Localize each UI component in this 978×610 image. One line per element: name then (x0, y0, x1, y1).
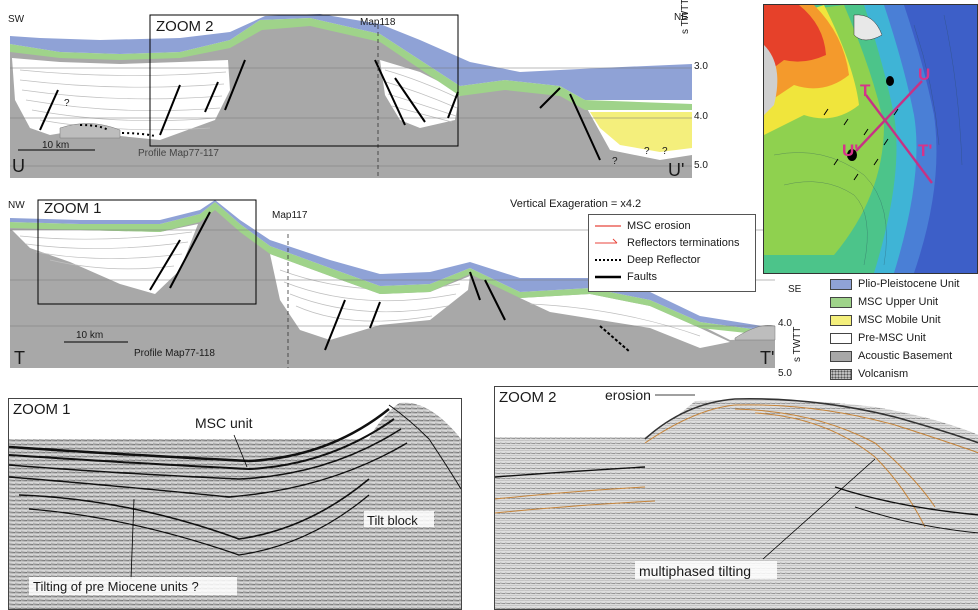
swatch (830, 332, 852, 344)
section-t: NW SE ZOOM 1 Map117 10 km Profile Map77-… (0, 190, 803, 379)
legend-msc-upper: MSC Upper Unit (830, 295, 938, 309)
legend-msc-mobile: MSC Mobile Unit (830, 313, 941, 327)
section-u: SW NE ZOOM 2 Map118 10 km Profile Map77-… (0, 0, 760, 185)
tick-5: 5.0 (778, 368, 792, 379)
swatch (830, 296, 852, 308)
annotation-tilt-block: Tilt block (367, 513, 418, 528)
legend-label: Reflectors terminations (627, 237, 740, 249)
legend-label: MSC Mobile Unit (858, 314, 941, 326)
unit-legend: Plio-Pleistocene Unit MSC Upper Unit MSC… (830, 277, 978, 385)
legend-msc-erosion: MSC erosion (595, 219, 691, 233)
vertical-exaggeration: Vertical Exageration = x4.2 (510, 198, 642, 210)
map117-label: Map117 (272, 210, 308, 221)
point-t: T (14, 348, 25, 368)
msc-mobile-unit (590, 112, 692, 152)
annotation-tilting-pre-miocene: Tilting of pre Miocene units ? (33, 579, 199, 594)
tick-4: 4.0 (694, 111, 708, 122)
zoom-1-frame (37, 199, 257, 305)
zoom-2-title: ZOOM 2 (499, 389, 557, 406)
map-label-t: T (860, 81, 871, 100)
point-u-prime: U' (668, 160, 685, 180)
legend-label: MSC erosion (627, 220, 691, 232)
swatch (830, 314, 852, 326)
deep-reflector-swatch (595, 259, 621, 261)
zoom-1-title: ZOOM 1 (13, 401, 71, 418)
section-u-drawing (10, 14, 692, 178)
tick-3: 3.0 (694, 61, 708, 72)
legend-acoustic-basement: Acoustic Basement (830, 349, 952, 363)
direction-sw: SW (8, 14, 25, 25)
point-t-prime: T' (760, 348, 775, 368)
msc-erosion-swatch (595, 225, 621, 227)
zoom-2-panel: ZOOM 2 erosion multiphased tilting (494, 386, 978, 610)
map-inset: U T U' T' (763, 4, 978, 274)
direction-se: SE (788, 284, 802, 295)
swatch (830, 350, 852, 362)
plio-pleistocene-unit (10, 200, 775, 332)
zoom-2-frame (149, 14, 459, 147)
acoustic-basement (10, 22, 692, 178)
acoustic-basement (10, 206, 775, 368)
bathymetry-map (764, 5, 977, 273)
map118-label: Map118 (360, 17, 396, 28)
legend-label: Plio-Pleistocene Unit (858, 278, 960, 290)
fault-swatch (595, 275, 621, 279)
question-mark: ? (64, 98, 70, 109)
legend-deep-reflector: Deep Reflector (595, 253, 700, 267)
legend-reflector-terminations: Reflectors terminations (595, 236, 740, 250)
swatch (830, 278, 852, 290)
plio-pleistocene-unit (10, 14, 692, 100)
direction-nw: NW (8, 200, 25, 211)
volcanism (734, 325, 776, 341)
scale-label-u: 10 km (42, 140, 70, 151)
annotation-msc-unit: MSC unit (195, 415, 253, 431)
zoom-1-panel: ZOOM 1 MSC unit Tilt block Tilting of pr… (8, 398, 462, 610)
profile-label-u: Profile Map77-117 (138, 148, 219, 159)
deep-reflector (79, 124, 156, 137)
legend-label: Faults (627, 271, 657, 283)
zoom-2-seismic (495, 387, 978, 609)
map-label-t-prime: T' (918, 141, 933, 160)
question-mark: ? (612, 156, 618, 167)
line-legend: MSC erosion Reflectors terminations Deep… (588, 214, 756, 292)
pre-msc-unit-left (12, 224, 198, 294)
point-u: U (12, 156, 25, 176)
legend-pre-msc: Pre-MSC Unit (830, 331, 926, 345)
annotation-erosion: erosion (605, 387, 651, 403)
zoom-1-label: ZOOM 1 (44, 200, 102, 217)
direction-ne: NE (674, 12, 688, 23)
legend-label: Volcanism (858, 368, 909, 380)
legend-label: Pre-MSC Unit (858, 332, 926, 344)
tick-4: 4.0 (778, 318, 792, 329)
map-label-u-prime: U' (842, 141, 859, 160)
legend-label: Acoustic Basement (858, 350, 953, 362)
swatch (830, 368, 852, 380)
legend-label: Deep Reflector (627, 254, 701, 266)
zoom-2-label: ZOOM 2 (156, 18, 214, 35)
msc-upper-unit (10, 18, 692, 110)
annotation-multiphased-tilting: multiphased tilting (639, 563, 752, 579)
section-t-drawing (10, 199, 776, 368)
axis-label-u: s TWTT (680, 0, 691, 34)
legend-faults: Faults (595, 270, 657, 284)
legend-label: MSC Upper Unit (858, 296, 939, 308)
volcanism (59, 123, 121, 139)
tick-5: 5.0 (694, 160, 708, 171)
map-label-u: U (918, 65, 931, 84)
pre-msc-unit-left (12, 58, 230, 140)
zoom-1-seismic (9, 399, 461, 609)
question-mark: ? (644, 146, 650, 157)
scale-label-t: 10 km (76, 330, 104, 341)
pre-msc-unit-middle (270, 254, 470, 340)
msc-upper-unit (10, 202, 775, 336)
reflector-termination-swatch (595, 238, 618, 244)
legend-plio-pleistocene: Plio-Pleistocene Unit (830, 277, 960, 291)
profile-label-t: Profile Map77-118 (134, 348, 215, 359)
question-mark: ? (662, 146, 668, 157)
axis-label-t: s TWTT (792, 326, 803, 362)
legend-volcanism: Volcanism (830, 367, 908, 381)
